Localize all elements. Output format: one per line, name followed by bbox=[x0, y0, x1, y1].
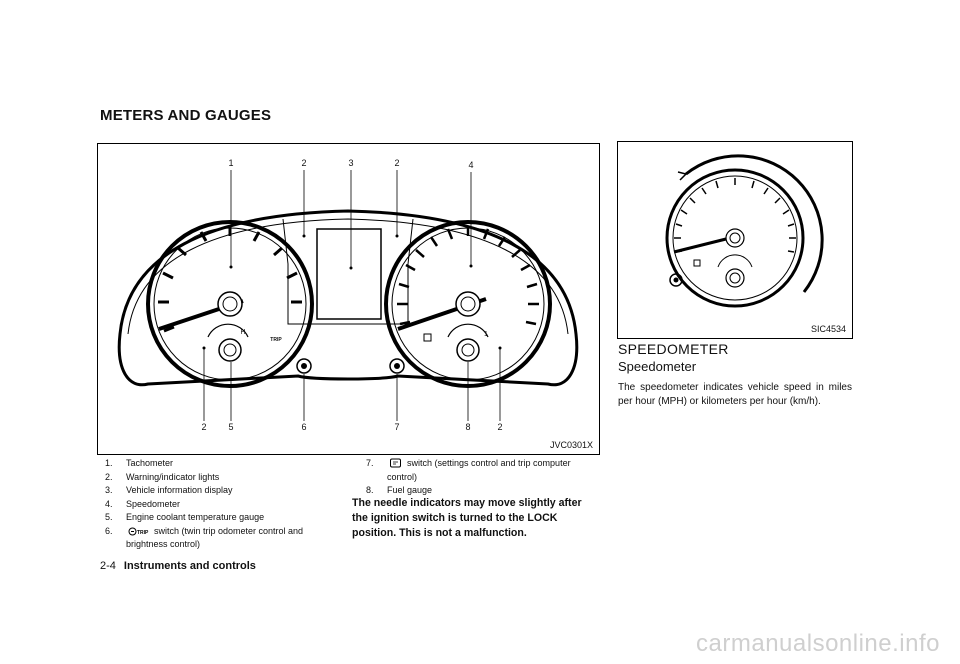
callout-label: 2 bbox=[497, 422, 503, 432]
speedometer-illustration bbox=[665, 154, 824, 308]
list-text: switch (settings control and trip comput… bbox=[407, 458, 571, 468]
list-item: 3. Vehicle information display bbox=[105, 484, 350, 498]
speedometer-description: The speedometer indicates vehicle speed … bbox=[618, 382, 852, 407]
callout-label: 5 bbox=[228, 422, 234, 432]
instrument-cluster-illustration bbox=[117, 170, 579, 421]
footer-section: Instruments and controls bbox=[123, 560, 256, 572]
section-heading: SPEEDOMETER bbox=[618, 341, 729, 357]
figure-code: SIC4534 bbox=[810, 324, 846, 334]
component-list-left: 1.Tachometer 2.Warning/indicator lights … bbox=[105, 457, 350, 552]
callout-label: 2 bbox=[201, 422, 207, 432]
list-text: Warning/indicator lights bbox=[126, 471, 220, 482]
callout-label: 4 bbox=[468, 160, 474, 170]
component-list-right: 7. switch (settings control and trip com… bbox=[366, 457, 602, 498]
list-item: 4. Speedometer bbox=[105, 498, 350, 512]
list-number: 6. bbox=[105, 525, 113, 536]
list-item: 6. TRIP switch (twin trip odometer contro… bbox=[105, 525, 350, 539]
page-number: 2-4 bbox=[100, 560, 116, 572]
list-text: switch (twin trip odometer control and bbox=[154, 525, 304, 536]
instrument-cluster-figure: 1 2 3 2 4 2 5 6 7 8 2 H TRIP 1 JVC0301X bbox=[97, 143, 600, 455]
callout-label: 2 bbox=[301, 158, 307, 168]
subsection-heading: Speedometer bbox=[618, 359, 697, 374]
callout-label: 8 bbox=[465, 422, 471, 432]
list-number: 5. bbox=[105, 512, 113, 522]
callout-label: 7 bbox=[394, 422, 400, 432]
list-text: Speedometer bbox=[126, 498, 181, 509]
speedometer-ticks bbox=[397, 226, 539, 326]
callout-label: 2 bbox=[394, 158, 400, 168]
list-number: 8. bbox=[366, 485, 374, 495]
list-item: 5. Engine coolant temperature gauge bbox=[105, 511, 350, 525]
svg-text:TRIP: TRIP bbox=[137, 530, 149, 536]
list-text: Engine coolant temperature gauge bbox=[126, 512, 265, 522]
list-text-continued: control) bbox=[387, 471, 418, 482]
list-text: Fuel gauge bbox=[387, 485, 433, 495]
callout-label: 1 bbox=[228, 158, 234, 168]
list-item: 8. Fuel gauge bbox=[366, 484, 602, 498]
tachometer-ticks bbox=[158, 226, 302, 333]
list-item: 7. switch (settings control and trip com… bbox=[366, 457, 602, 471]
list-text: Vehicle information display bbox=[126, 485, 233, 495]
gauge-mark: H bbox=[240, 329, 246, 336]
section-title: METERS AND GAUGES bbox=[100, 107, 272, 124]
figure-code: JVC0301X bbox=[549, 440, 593, 450]
callout-labels: 1 2 3 2 4 2 5 6 7 8 2 H TRIP 1 bbox=[98, 144, 599, 454]
trip-odometer-icon: TRIP bbox=[128, 527, 149, 536]
list-number: 2. bbox=[105, 471, 113, 482]
gauge-mark: TRIP bbox=[270, 337, 282, 343]
warning-note: The needle indicators may move slightly … bbox=[352, 497, 582, 539]
list-item: 1. Tachometer bbox=[105, 457, 350, 471]
page-footer: 2-4 Instruments and controls bbox=[100, 560, 256, 572]
list-number: 3. bbox=[105, 485, 113, 495]
callout-label: 3 bbox=[348, 158, 354, 168]
speedometer-figure: SIC4534 bbox=[617, 141, 853, 339]
list-number: 4. bbox=[105, 498, 113, 509]
watermark: carmanualsonline.info bbox=[696, 630, 940, 657]
gauge-mark: 1 bbox=[484, 331, 488, 338]
list-text: Tachometer bbox=[126, 458, 174, 468]
callout-label: 6 bbox=[301, 422, 307, 432]
list-item: 2. Warning/indicator lights bbox=[105, 471, 350, 485]
settings-switch-icon bbox=[390, 458, 401, 468]
list-number: 7. bbox=[366, 458, 374, 468]
list-text-continued: brightness control) bbox=[126, 539, 201, 549]
list-number: 1. bbox=[105, 458, 113, 468]
